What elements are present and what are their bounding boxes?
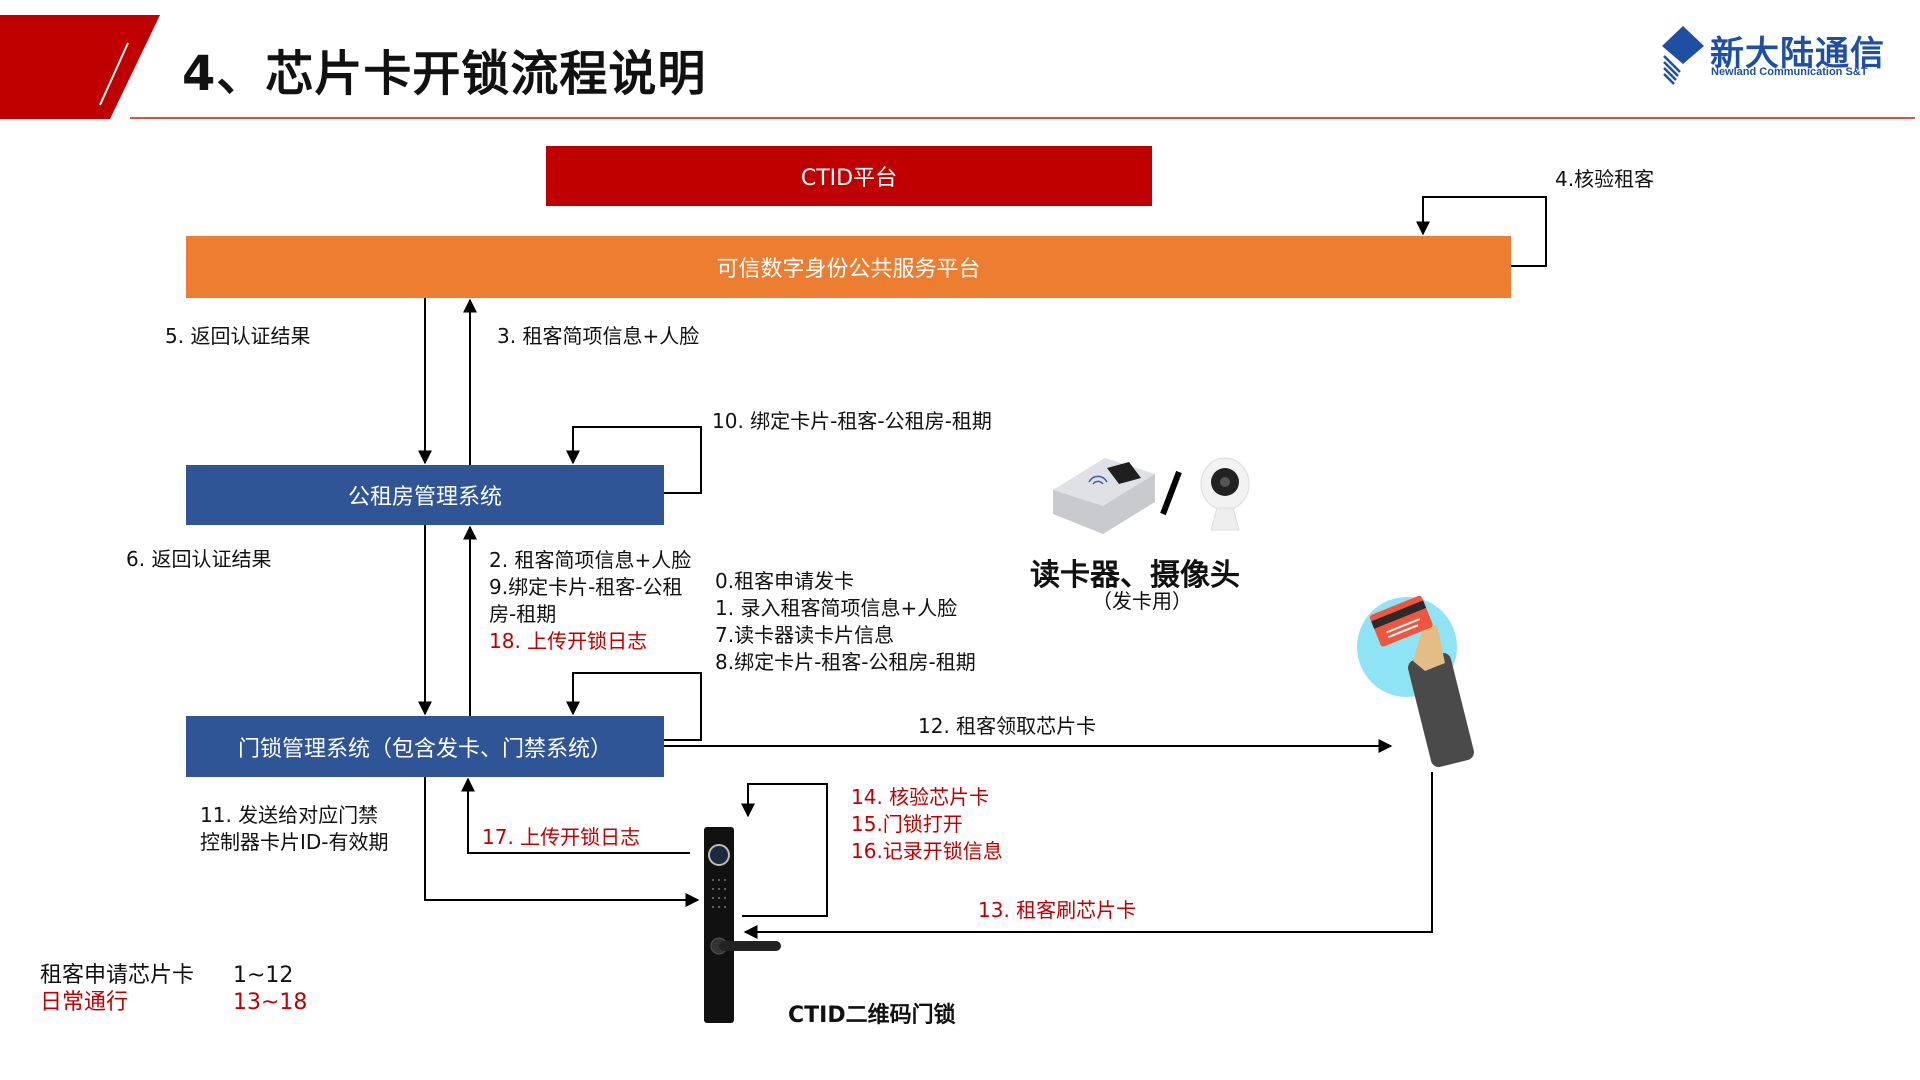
page-title: 4、芯片卡开锁流程说明 <box>182 46 707 102</box>
step-14-label: 14. 核验芯片卡 <box>851 785 990 809</box>
arrow-13-swipe-card <box>743 772 1433 939</box>
reader-camera-subtitle: （发卡用） <box>1092 589 1192 613</box>
step-16-label: 16.记录开锁信息 <box>851 839 1003 863</box>
door-lock-system-box: 门锁管理系统（包含发卡、门禁系统） <box>186 716 664 777</box>
step-2-label: 2. 租客简项信息+人脸 <box>489 548 692 572</box>
arrow-8-bind-card <box>566 672 702 741</box>
arrow-14-verify-card <box>741 783 828 917</box>
step-4-label: 4.核验租客 <box>1555 167 1655 191</box>
arrow-11-send-card-id <box>424 777 700 907</box>
step-6-label: 6. 返回认证结果 <box>126 547 272 571</box>
step-18-label: 18. 上传开锁日志 <box>489 629 648 653</box>
step-11-label-line2: 控制器卡片ID-有效期 <box>200 830 389 854</box>
step-13-label: 13. 租客刷芯片卡 <box>978 898 1137 922</box>
steps-2-9-18-group: 2. 租客简项信息+人脸 9.绑定卡片-租客-公租 房-租期 18. 上传开锁日… <box>489 547 691 655</box>
step-3-label: 3. 租客简项信息+人脸 <box>497 324 700 348</box>
public-rental-system-box: 公租房管理系统 <box>186 465 664 525</box>
trusted-id-platform-box: 可信数字身份公共服务平台 <box>186 236 1511 298</box>
card-reader-camera-icon <box>1053 457 1250 534</box>
arrow-17-upload-log <box>461 777 690 854</box>
step-8-label: 8.绑定卡片-租客-公租房-租期 <box>715 650 976 674</box>
legend-daily-range: 13~18 <box>233 990 308 1015</box>
hand-holding-card-icon <box>1357 595 1474 767</box>
ctid-door-lock-icon <box>704 827 781 1023</box>
legend-daily-label: 日常通行 <box>40 990 129 1015</box>
arrow-4-verify-tenant <box>1416 196 1547 267</box>
steps-0-1-7-8-group: 0.租客申请发卡 1. 录入租客简项信息+人脸 7.读卡器读卡片信息 8.绑定卡… <box>715 568 976 676</box>
step-11-label-line1: 11. 发送给对应门禁 <box>200 803 379 827</box>
legend: 租客申请芯片卡 1~12 日常通行 13~18 <box>40 962 307 1016</box>
step-7-label: 7.读卡器读卡片信息 <box>715 623 895 647</box>
step-12-label: 12. 租客领取芯片卡 <box>918 714 1097 738</box>
step-17-label: 17. 上传开锁日志 <box>482 825 641 849</box>
legend-row-daily: 日常通行 13~18 <box>40 989 307 1016</box>
step-15-label: 15.门锁打开 <box>851 812 963 836</box>
legend-row-apply: 租客申请芯片卡 1~12 <box>40 962 307 989</box>
newland-logo-icon <box>1662 26 1704 85</box>
header-red-banner <box>0 15 160 119</box>
step-0-label: 0.租客申请发卡 <box>715 569 855 593</box>
step-9-label-line2: 房-租期 <box>489 602 557 626</box>
ctid-lock-label: CTID二维码门锁 <box>788 1003 956 1028</box>
ctid-platform-box: CTID平台 <box>546 146 1152 206</box>
step-10-label: 10. 绑定卡片-租客-公租房-租期 <box>712 409 992 433</box>
step-9-label-line1: 9.绑定卡片-租客-公租 <box>489 575 683 599</box>
logo-english: Newland Communication S&T <box>1711 66 1868 78</box>
step-5-label: 5. 返回认证结果 <box>165 324 311 348</box>
logo-chinese: 新大陆通信 <box>1710 34 1885 74</box>
legend-apply-label: 租客申请芯片卡 <box>40 963 195 988</box>
header-divider <box>130 117 1915 119</box>
reader-camera-title: 读卡器、摄像头 <box>1030 558 1240 593</box>
steps-14-16-group: 14. 核验芯片卡 15.门锁打开 16.记录开锁信息 <box>851 784 1003 865</box>
step-1-label: 1. 录入租客简项信息+人脸 <box>715 596 958 620</box>
step-11-group: 11. 发送给对应门禁 控制器卡片ID-有效期 <box>200 802 389 856</box>
legend-apply-range: 1~12 <box>233 963 294 988</box>
arrow-10-bind-card <box>566 426 702 494</box>
